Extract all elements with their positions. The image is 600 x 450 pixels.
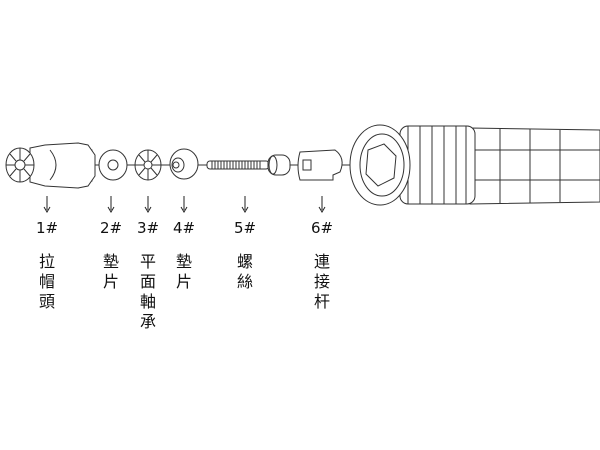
part-5-number: 5# bbox=[233, 219, 257, 237]
part-2-name: 墊片 bbox=[102, 252, 119, 291]
part-2-number: 2# bbox=[99, 219, 123, 237]
indicator-arrows bbox=[43, 196, 326, 213]
part-4-washer-drawing bbox=[169, 148, 199, 180]
part-1-nose-cap-drawing bbox=[5, 142, 96, 189]
part-3-number: 3# bbox=[136, 219, 160, 237]
part-4-name: 墊片 bbox=[175, 252, 192, 291]
part-5-screw-drawing bbox=[206, 154, 291, 176]
part-5-name: 螺絲 bbox=[236, 252, 253, 291]
handle-drawing bbox=[349, 124, 600, 206]
part-6-number: 6# bbox=[310, 219, 334, 237]
part-4-number: 4# bbox=[172, 219, 196, 237]
part-2-washer-drawing bbox=[98, 149, 128, 181]
part-3-name: 平面軸承 bbox=[139, 252, 156, 331]
part-6-name: 連接杆 bbox=[313, 252, 330, 311]
part-3-thrust-bearing-drawing bbox=[134, 149, 162, 181]
part-1-name: 拉帽頭 bbox=[38, 252, 55, 311]
part-6-connector-rod-drawing bbox=[297, 149, 343, 181]
part-1-number: 1# bbox=[35, 219, 59, 237]
